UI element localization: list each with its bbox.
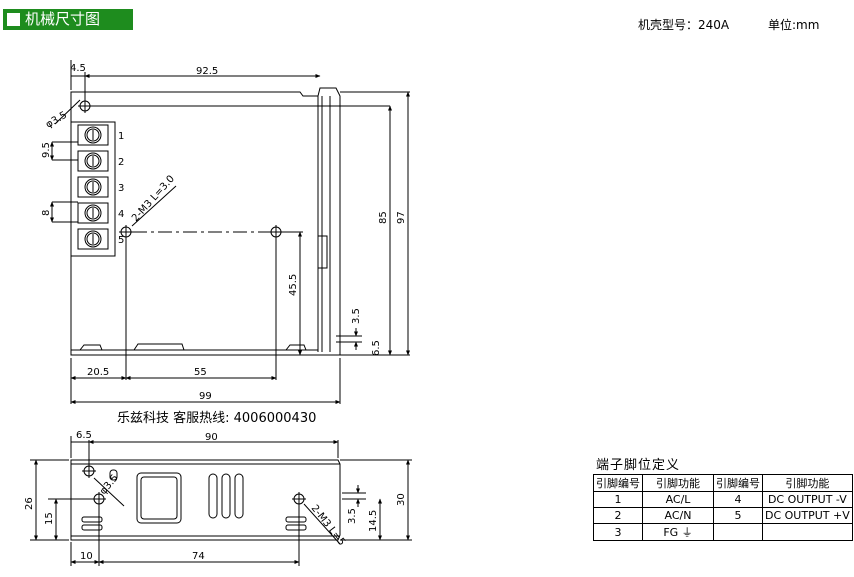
pin-no	[713, 523, 763, 541]
table-header-row: 引脚编号 引脚功能 引脚编号 引脚功能	[593, 474, 853, 492]
dim-6-5: 6.5	[371, 340, 382, 356]
section-title: 机械尺寸图	[25, 10, 101, 28]
terminal-cell	[77, 150, 109, 172]
side-dim-14-5: 14.5	[368, 510, 379, 532]
dim-85: 85	[378, 211, 389, 224]
side-view	[30, 436, 412, 566]
header-pin-function: 引脚功能	[642, 474, 714, 492]
side-m3-callout: 2-M3 L=5	[309, 503, 347, 548]
pin-function: AC/L	[642, 491, 714, 508]
contact-hotline: 乐兹科技 客服热线: 4006000430	[117, 411, 317, 426]
header-pin-no: 引脚编号	[593, 474, 643, 492]
side-dim-90: 90	[205, 432, 218, 443]
dim-hole-3-5: φ3.5	[44, 110, 69, 131]
dim-92-5: 92.5	[196, 66, 218, 77]
header-pin-function: 引脚功能	[762, 474, 853, 492]
pin-definition-table: 引脚编号 引脚功能 引脚编号 引脚功能 1 AC/L 4 DC OUTPUT -…	[593, 474, 853, 541]
dim-99: 99	[199, 391, 212, 402]
unit-label: 单位:mm	[768, 18, 820, 32]
pin-no: 5	[713, 507, 763, 524]
section-header: 机械尺寸图	[3, 9, 133, 30]
terminal-cell	[77, 124, 109, 146]
dim-20-5: 20.5	[87, 367, 109, 378]
side-dim-10: 10	[80, 551, 93, 562]
terminal-cell	[77, 202, 109, 224]
table-row: 3 FG ⏚	[593, 523, 853, 541]
pin-function: DC OUTPUT -V	[762, 491, 853, 508]
terminal-number: 5	[118, 235, 124, 246]
dim-3-5: 3.5	[351, 308, 362, 324]
screw-icon	[84, 230, 102, 248]
screw-icon	[86, 128, 100, 142]
side-dim-3-5: 3.5	[347, 508, 358, 524]
pin-function: FG ⏚	[642, 523, 714, 541]
terminal-number: 2	[118, 157, 124, 168]
side-dim-30: 30	[396, 493, 407, 506]
side-dim-6-5: 6.5	[76, 430, 92, 441]
m3-callout: 2-M3 L=3.0	[130, 174, 177, 224]
screw-icon	[86, 206, 100, 220]
header-pin-no: 引脚编号	[713, 474, 763, 492]
screw-icon	[86, 180, 100, 194]
screw-icon	[84, 152, 102, 170]
top-view	[50, 60, 410, 404]
dim-97: 97	[396, 211, 407, 224]
side-slot-1	[208, 473, 218, 519]
terminal-number: 4	[118, 209, 124, 220]
dim-8: 8	[41, 210, 52, 216]
screw-icon	[86, 154, 100, 168]
terminal-number: 3	[118, 183, 124, 194]
top-view-outline	[70, 87, 341, 356]
square-icon	[7, 13, 20, 26]
pin-function: AC/N	[642, 507, 714, 524]
dim-45-5: 45.5	[288, 274, 299, 296]
dim-55: 55	[194, 367, 207, 378]
pin-no: 1	[593, 491, 643, 508]
side-dim-74: 74	[192, 551, 205, 562]
screw-icon	[84, 204, 102, 222]
side-slot-3	[234, 473, 244, 519]
screw-icon	[86, 232, 100, 246]
case-model: 机壳型号：240A	[638, 18, 730, 32]
side-dim-26: 26	[24, 497, 35, 510]
side-view-outline	[70, 459, 341, 541]
side-dim-15: 15	[44, 512, 55, 525]
pin-function: DC OUTPUT +V	[762, 507, 853, 524]
terminal-number: 1	[118, 131, 124, 142]
dim-4-5: 4.5	[70, 63, 86, 74]
pin-no: 3	[593, 523, 643, 541]
terminal-screws: 1 2 3 4 5	[77, 124, 124, 250]
screw-icon	[84, 178, 102, 196]
pin-no: 4	[713, 491, 763, 508]
terminal-cell	[77, 176, 109, 198]
pin-table-title: 端子脚位定义	[596, 458, 681, 473]
pin-no: 2	[593, 507, 643, 524]
side-slot-large	[136, 472, 182, 524]
screw-icon	[84, 126, 102, 144]
table-row: 1 AC/L 4 DC OUTPUT -V	[593, 491, 853, 508]
table-row: 2 AC/N 5 DC OUTPUT +V	[593, 507, 853, 524]
terminal-cell	[77, 228, 109, 250]
dim-9-5: 9.5	[41, 142, 52, 158]
side-slot-2	[221, 473, 231, 519]
pin-function	[762, 523, 853, 541]
